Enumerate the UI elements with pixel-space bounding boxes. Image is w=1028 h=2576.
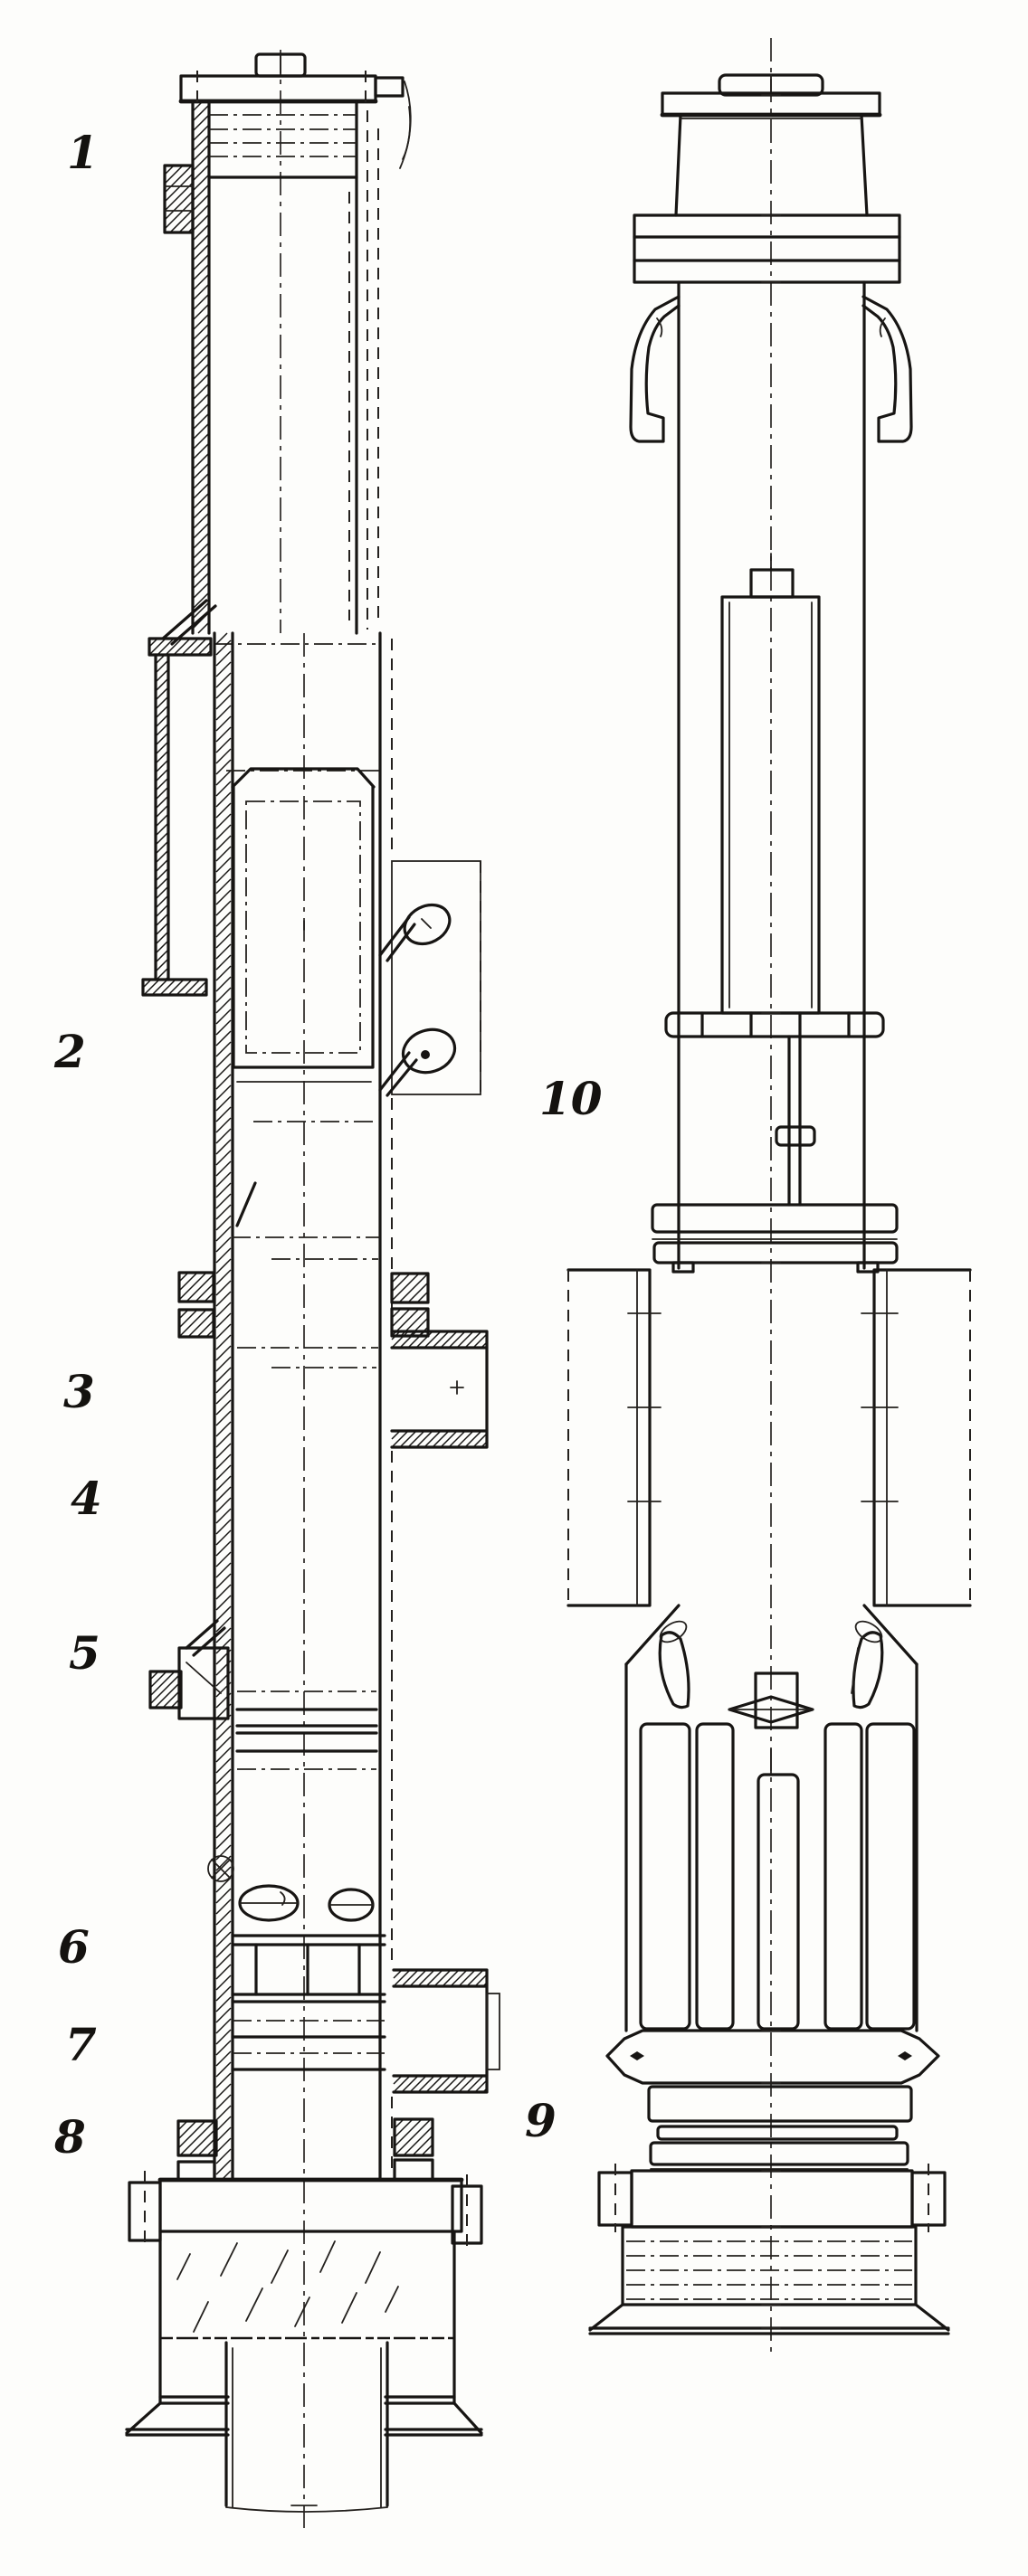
- callout-6: 6: [58, 1920, 90, 1974]
- left-side-box-lower: [392, 1968, 500, 2094]
- left-ball-elements: [207, 1855, 375, 1922]
- callout-5: 5: [69, 1626, 100, 1680]
- left-inner-vessel: [226, 767, 380, 1260]
- left-upper-column: [191, 99, 379, 635]
- left-upper-side-block: [163, 164, 195, 234]
- callout-2: 2: [53, 1025, 86, 1078]
- hatch-fill: [391, 1273, 429, 1303]
- callout-7: 7: [65, 2018, 97, 2071]
- left-bell-assembly: [125, 2171, 483, 2513]
- left-band-stack: [235, 1690, 378, 1770]
- hatch-fill: [164, 165, 194, 233]
- callout-10: 10: [539, 1072, 603, 1125]
- right-main-tube: [677, 280, 866, 1270]
- right-drum-skirt: [588, 2225, 950, 2335]
- right-top-cap: [660, 73, 882, 118]
- callout-3: 3: [63, 1365, 95, 1418]
- hatch-fill: [215, 632, 232, 2181]
- hatch-fill: [149, 1671, 182, 1709]
- left-grid-section: [231, 1934, 386, 2071]
- left-rod-assembly: [141, 599, 380, 997]
- left-bottom-lugs: [176, 2117, 434, 2182]
- right-center-hub: [728, 1672, 814, 1774]
- hatch-fill: [391, 1331, 488, 1349]
- hatch-fill: [391, 1430, 488, 1448]
- right-centerline-ticks: [761, 94, 781, 2329]
- left-side-box-upper: [390, 1330, 489, 1449]
- left-roller-box: [378, 860, 481, 1097]
- left-view-section: [125, 50, 500, 2528]
- hatch-fill: [142, 979, 207, 996]
- callout-8: 8: [53, 2110, 86, 2164]
- left-top-cap: [178, 52, 412, 169]
- hatch-fill: [393, 1969, 488, 1987]
- right-side-pads: [566, 1268, 972, 1607]
- right-elevator-hooks: [629, 295, 913, 443]
- hatch-fill: [155, 654, 169, 980]
- right-neck-body: [633, 113, 901, 284]
- left-bracket: [148, 1619, 230, 1720]
- right-scoop-horns: [658, 1620, 884, 1709]
- hatch-fill: [394, 2118, 433, 2156]
- right-hex-collar: [605, 2029, 940, 2085]
- left-lower-column: [213, 631, 393, 2182]
- hatch-fill: [177, 2120, 217, 2156]
- hatch-fill: [192, 100, 210, 634]
- hatch-fill: [393, 2075, 488, 2093]
- right-view-elevation: [566, 38, 972, 2352]
- right-bottom-flange: [597, 2164, 947, 2232]
- right-rib-cage: [639, 1722, 916, 2031]
- left-centerline: [280, 50, 305, 2528]
- callout-1: 1: [67, 126, 99, 179]
- callout-4: 4: [71, 1472, 102, 1525]
- left-joint-lugs: [177, 1271, 430, 1368]
- hatch-fill: [178, 1309, 214, 1338]
- right-flange-stack: [651, 1203, 899, 1274]
- right-ring-stack: [647, 2085, 913, 2170]
- callout-9: 9: [525, 2094, 557, 2147]
- hatch-fill: [178, 1272, 214, 1302]
- callout-labels: 1 2 3 4 5 6 7 8 9 10: [53, 126, 603, 2164]
- hatch-fill: [391, 1308, 429, 1337]
- right-shoulder-taper: [624, 1604, 919, 2032]
- hatch-fill: [148, 638, 212, 656]
- right-inner-rod: [775, 1035, 816, 1207]
- right-segmented-flange: [664, 1011, 885, 1038]
